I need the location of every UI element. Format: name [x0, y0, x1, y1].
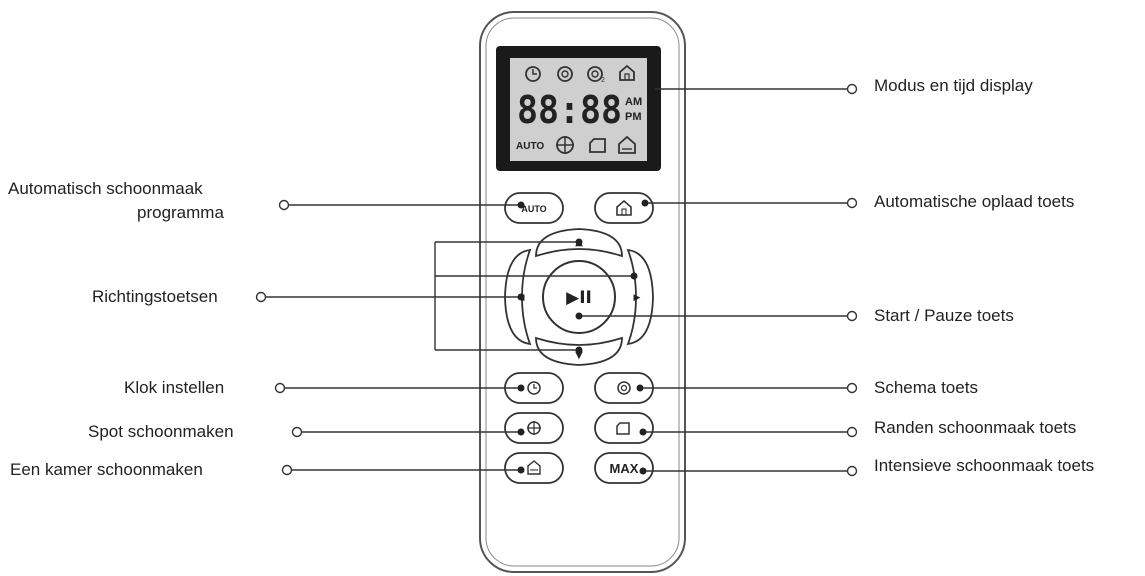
callout-circles-left: [255, 199, 303, 476]
spot-button[interactable]: [504, 412, 564, 444]
lcd-screen: [510, 58, 647, 161]
svg-text:MAX: MAX: [610, 461, 639, 476]
play-pause-button[interactable]: [542, 260, 616, 334]
auto-button[interactable]: AUTO: [504, 192, 564, 224]
schedule-2-icon: 2: [587, 66, 605, 84]
max-button[interactable]: MAX: [594, 452, 654, 484]
svg-text:AUTO: AUTO: [521, 204, 546, 214]
home-icon: [619, 64, 635, 81]
spot-icon: [556, 136, 574, 154]
label-auto-program-line2: programma: [137, 203, 224, 222]
callout-dots: [517, 199, 649, 475]
label-schedule-key: Schema toets: [874, 378, 978, 397]
label-auto-program-line1: Automatisch schoonmaak: [8, 179, 203, 198]
schedule-button-icon: [617, 381, 631, 395]
label-direction-keys: Richtingstoetsen: [92, 287, 218, 306]
right-arrow-icon: ▶: [634, 293, 641, 303]
label-mode-time-display: Modus en tijd display: [874, 76, 1033, 95]
edge-icon: [589, 138, 606, 153]
remote-body-inner: [485, 17, 680, 567]
edge-button[interactable]: [594, 412, 654, 444]
schedule-icon: [557, 66, 573, 82]
lcd-time-digits: 88:88: [517, 88, 622, 132]
charge-button[interactable]: [594, 192, 654, 224]
spot-button-icon: [527, 421, 541, 435]
room-icon: [618, 135, 636, 154]
clock-icon: [525, 66, 541, 82]
label-auto-charge: Automatische oplaad toets: [874, 192, 1075, 211]
lcd-am: AM: [625, 96, 642, 108]
callout-circles-right: [846, 83, 858, 477]
clock-button-icon: [527, 381, 541, 395]
lcd-pm: PM: [625, 111, 642, 123]
label-room-clean: Een kamer schoonmaken: [10, 460, 203, 479]
label-clock-set: Klok instellen: [124, 378, 225, 397]
down-arrow-icon: ▼: [575, 350, 583, 361]
edge-button-icon: [616, 422, 630, 435]
callout-lines-right: [579, 88, 847, 472]
label-edge-clean: Randen schoonmaak toets: [874, 418, 1077, 437]
home-button-icon: [616, 199, 632, 216]
play-pause-icon: ▶II: [566, 288, 592, 308]
callout-lines-left: [266, 204, 634, 471]
room-button[interactable]: [504, 452, 564, 484]
lcd-auto-text: AUTO: [516, 141, 544, 152]
room-button-icon: [527, 460, 541, 475]
svg-text:2: 2: [601, 77, 605, 84]
label-spot-clean: Spot schoonmaken: [88, 422, 234, 441]
label-intensive-clean: Intensieve schoonmaak toets: [874, 456, 1095, 475]
direction-bracket: [434, 241, 634, 351]
label-start-pause: Start / Pauze toets: [874, 306, 1014, 325]
